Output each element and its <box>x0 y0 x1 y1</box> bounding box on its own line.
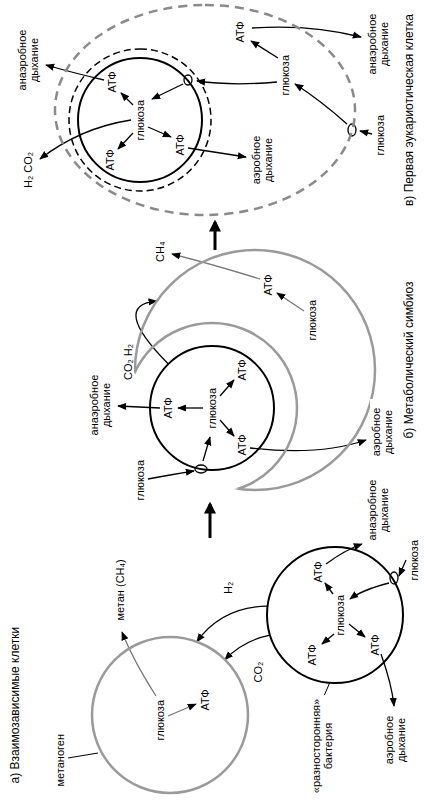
cell-text: глюкоза <box>306 300 319 341</box>
process-label: анаэробное дыхание <box>16 21 41 99</box>
mitochondrion: глюкозаАТФАТФАТФ <box>65 45 215 195</box>
cell-text: глюкоза <box>134 100 147 141</box>
flow-arrow <box>325 583 333 594</box>
flow-arrow <box>203 437 210 461</box>
substance-label: глюкоза <box>134 458 147 503</box>
flow-arrow <box>399 560 406 576</box>
process-label: аэробное дыхание <box>250 127 275 193</box>
process-label: аэробное дыхание <box>370 399 395 465</box>
cell-outline <box>131 246 379 494</box>
flow-arrow <box>220 380 234 396</box>
panel-caption: б) Метаболический симбиоз <box>403 280 417 441</box>
methanogen-cell: глюкоза АТФ <box>88 633 252 797</box>
cell-text: глюкоза <box>334 595 347 636</box>
flow-arrow <box>118 133 133 149</box>
cell-text: АТФ <box>262 274 275 295</box>
cell-text: глюкоза <box>279 55 292 96</box>
flow-arrow <box>220 420 234 436</box>
cell-outline <box>88 633 252 797</box>
process-label: аэробное дыхание <box>383 707 408 773</box>
leader-line <box>324 682 330 696</box>
edge-label: CO₂ <box>252 660 265 685</box>
cell-text: глюкоза <box>206 388 219 429</box>
bacterium-cell: глюкозаАТФАТФАТФ <box>146 342 278 474</box>
flow-arrow <box>188 148 246 157</box>
substance-label: метан (CH₄) <box>114 557 127 622</box>
cell-name: метаноген <box>54 732 67 789</box>
cell-text: АТФ <box>162 397 175 418</box>
substance-label: CH₄ <box>154 240 167 264</box>
flow-arrow <box>360 131 372 134</box>
cell-text: АТФ <box>106 71 119 92</box>
flow-arrow <box>295 84 347 124</box>
process-label: анаэробное дыхание <box>366 471 391 549</box>
flow-arrow <box>152 84 183 99</box>
cell-text: АТФ <box>234 21 247 42</box>
flow-arrow <box>209 504 212 538</box>
flow-arrow <box>148 127 171 137</box>
cell-text: АТФ <box>199 689 212 710</box>
flow-arrow <box>349 624 365 637</box>
cell-text: АТФ <box>236 434 249 455</box>
stage-arrows <box>210 222 215 538</box>
panel-caption: в) Первая эукариотическая клетка <box>403 12 417 208</box>
eukaryote-cell: глюкозаАТФглюкозаАТФАТФАТФ <box>51 1 359 219</box>
leader-line <box>68 753 98 758</box>
cell-text: АТФ <box>174 134 187 155</box>
cell-text: АТФ <box>236 359 249 380</box>
flow-arrow <box>350 583 389 599</box>
flow-arrow <box>148 471 194 479</box>
gas-transfer-arrow <box>197 606 268 642</box>
edge-label: CO₂ H₂ <box>122 342 135 382</box>
edge-label: H₂ <box>222 580 235 596</box>
flow-arrow <box>121 93 133 105</box>
cell-text: АТФ <box>104 149 117 170</box>
flow-arrow <box>251 41 278 58</box>
cell-outline <box>51 1 359 219</box>
substance-label: глюкоза <box>408 538 421 583</box>
bacterium-cell: глюкозаАТФАТФАТФ <box>263 543 407 687</box>
cell-text: глюкоза <box>154 700 167 741</box>
arrows-panel-b <box>118 254 366 479</box>
process-label: анаэробное дыхание <box>88 366 113 444</box>
flow-arrow <box>178 407 203 408</box>
substance-label: H₂ CO₂ <box>22 150 35 190</box>
flow-arrow <box>322 634 334 644</box>
substance-label: глюкоза <box>374 113 387 158</box>
gas-transfer-arrow <box>225 635 270 660</box>
process-label: анаэробное дыхание <box>366 5 391 83</box>
flow-arrow <box>118 406 160 408</box>
panel-caption: а) Взаимозависимые клетки <box>9 625 23 786</box>
flow-arrow <box>214 222 217 250</box>
methanogen-crescent: глюкозаАТФ <box>131 246 379 494</box>
cell-name: «разносторонняя» бактерия <box>310 695 335 797</box>
flow-arrow <box>40 120 131 159</box>
cell-text: АТФ <box>369 634 382 655</box>
arrows-panel-a <box>68 544 406 758</box>
flow-arrow <box>122 632 156 696</box>
flow-arrow <box>168 704 196 716</box>
cell-text: АТФ <box>312 561 325 582</box>
cell-text: АТФ <box>306 644 319 665</box>
flow-arrow <box>277 293 304 311</box>
flow-arrow <box>197 81 277 84</box>
